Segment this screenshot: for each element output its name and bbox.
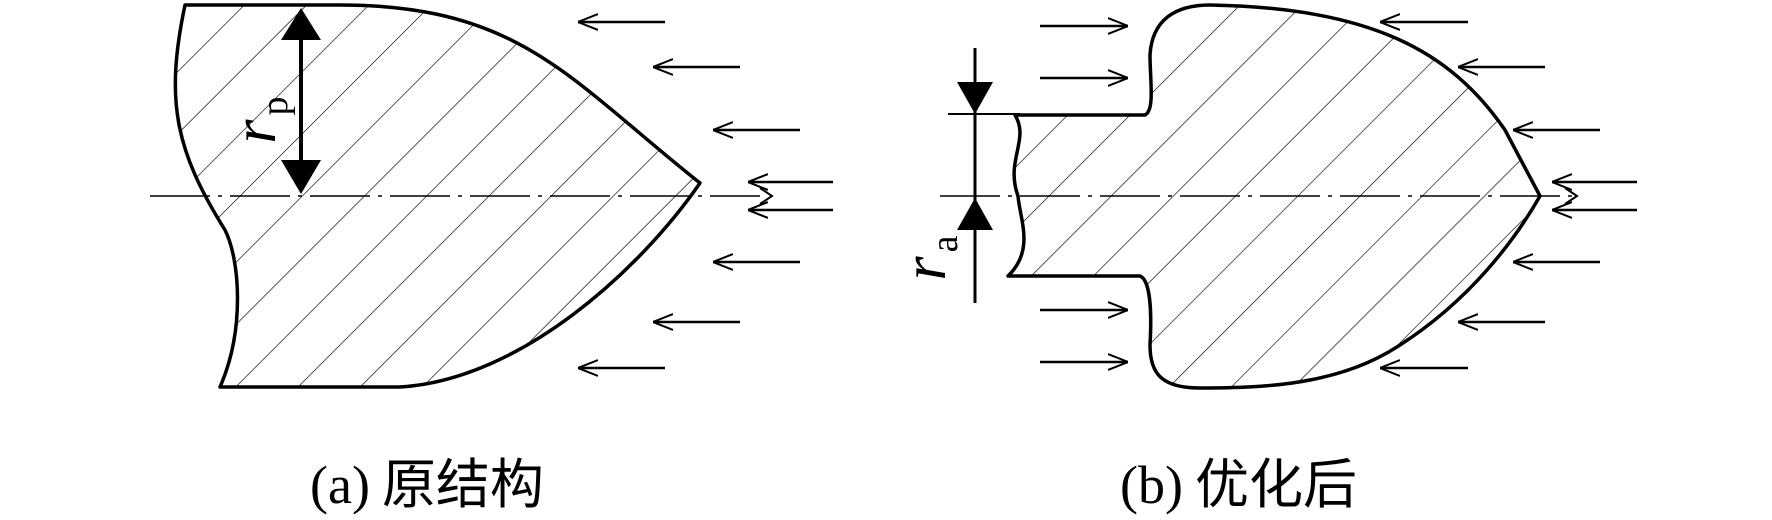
pressure-arrows-b-left	[1040, 26, 1128, 362]
caption-b: (b)优化后	[1120, 440, 1357, 519]
caption-a-text: 原结构	[381, 455, 544, 515]
rp-sub: p	[254, 96, 296, 115]
tip-zigzag-b	[1564, 187, 1579, 205]
ra-sub: a	[924, 235, 966, 252]
dimension-label-rp: rp	[221, 96, 296, 143]
caption-a: (a)原结构	[310, 440, 544, 519]
caption-b-text: 优化后	[1194, 455, 1357, 515]
ra-main: r	[891, 256, 959, 281]
rp-main: r	[221, 119, 289, 144]
caption-b-id: (b)	[1120, 455, 1183, 515]
tip-zigzag-a	[759, 187, 774, 205]
diagram-a: rp	[150, 3, 833, 389]
diagram-b: ra	[891, 3, 1637, 390]
pressure-arrows-a	[578, 22, 833, 368]
dimension-label-ra: ra	[891, 235, 966, 280]
dimension-rp	[281, 8, 321, 194]
caption-a-id: (a)	[310, 455, 370, 515]
pressure-arrows-b-right	[1380, 22, 1637, 368]
dimension-ra	[948, 48, 1020, 303]
